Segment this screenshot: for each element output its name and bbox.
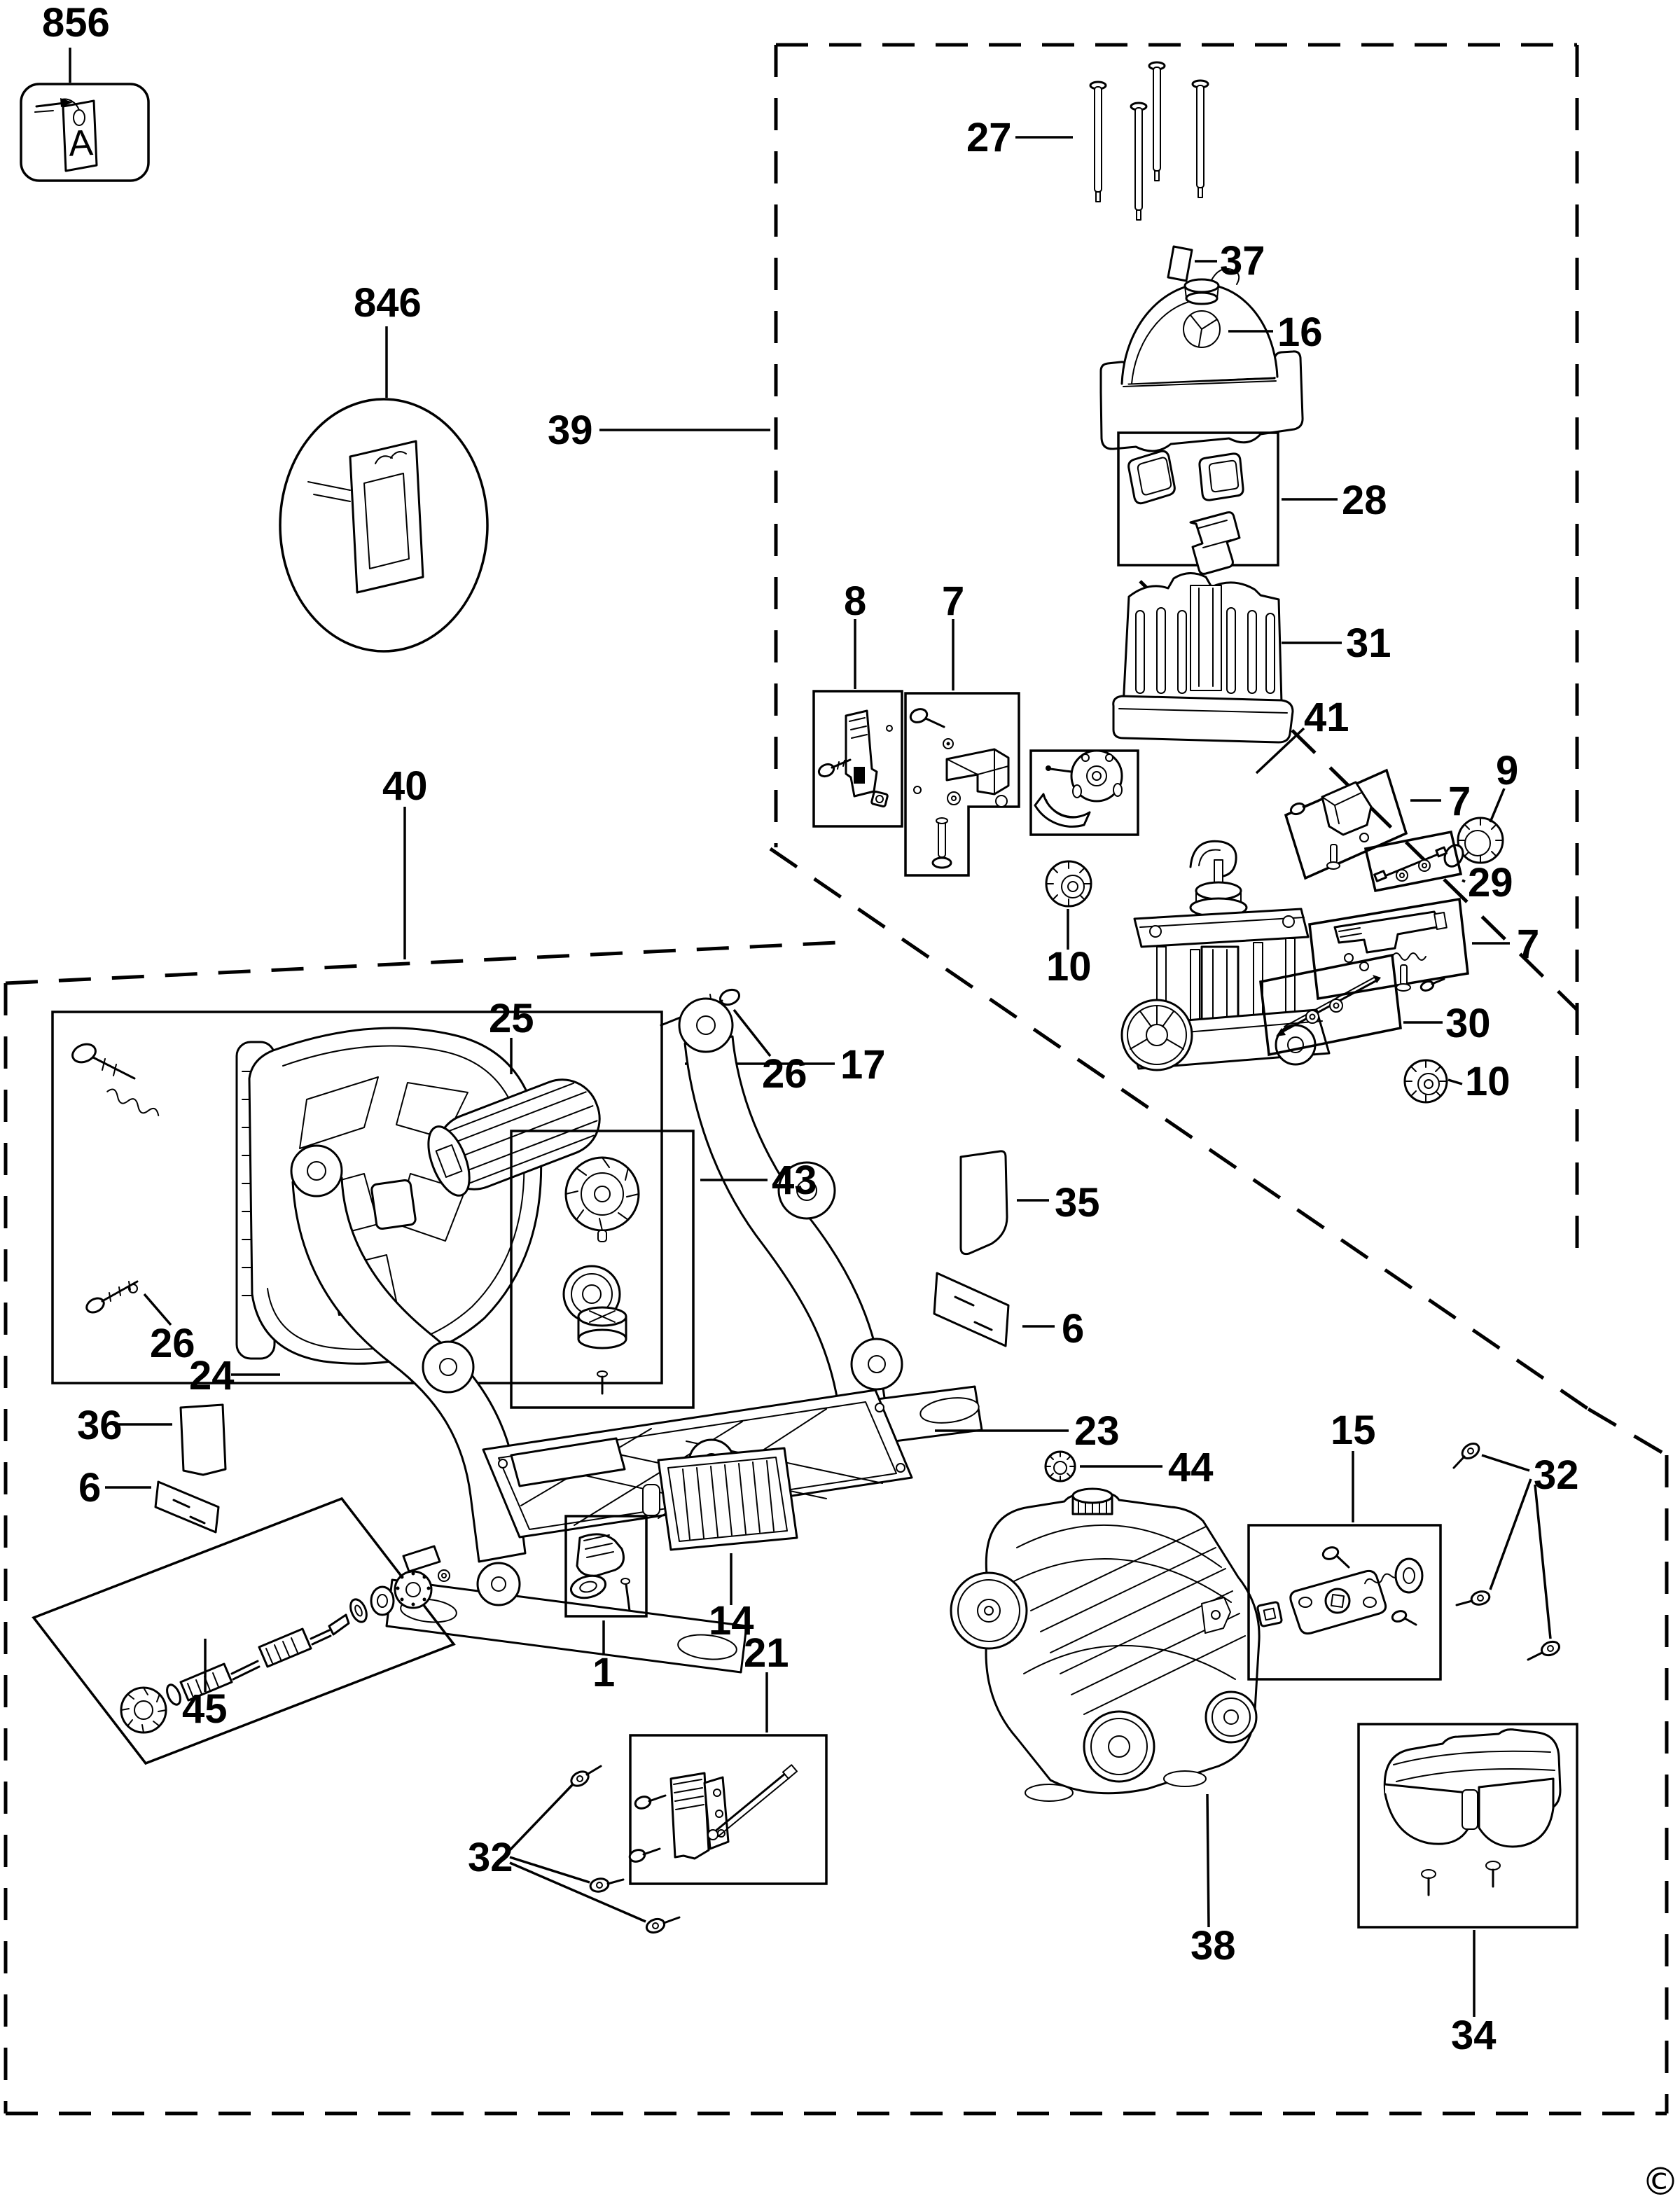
leader-41 xyxy=(1255,727,1305,775)
part-callout-27: 27 xyxy=(966,115,1012,160)
trolley-frame-left-arm xyxy=(290,1144,748,1674)
part-callout-25: 25 xyxy=(489,996,534,1041)
part-callout-44: 44 xyxy=(1168,1445,1214,1490)
part-callout-7b: 7 xyxy=(1448,779,1471,824)
part-callout-45: 45 xyxy=(182,1686,228,1732)
part-callout-41: 41 xyxy=(1304,695,1349,740)
rod-kit-box-21 xyxy=(628,1734,828,1885)
label-part-36 xyxy=(179,1403,227,1476)
knob-kit-box-43 xyxy=(510,1130,695,1409)
axle-kit-box-45 xyxy=(32,1497,456,1765)
leader-26b xyxy=(733,1008,772,1057)
copyright-mark: © xyxy=(1641,2160,1679,2204)
bracket-kit-box-a xyxy=(904,692,1020,877)
knob-10a xyxy=(1045,860,1092,908)
leader-29 xyxy=(1462,879,1466,883)
tag-letter: A xyxy=(68,123,95,165)
part-callout-43: 43 xyxy=(772,1158,817,1203)
pins-part xyxy=(1089,61,1209,221)
part-callout-40: 40 xyxy=(382,763,428,809)
part-callout-14: 14 xyxy=(709,1598,754,1644)
part-callout-38: 38 xyxy=(1190,1923,1236,1969)
part-callout-34: 34 xyxy=(1451,2013,1497,2058)
part-callout-856: 856 xyxy=(42,0,110,46)
part-callout-32b: 32 xyxy=(1534,1452,1579,1498)
part-callout-30: 30 xyxy=(1445,1001,1491,1046)
dome-housing-part xyxy=(1099,268,1304,452)
part-callout-7c: 7 xyxy=(1517,922,1539,967)
part-callout-9: 9 xyxy=(1496,748,1518,793)
leader-38 xyxy=(1206,1793,1210,1928)
part-callout-31: 31 xyxy=(1346,620,1391,666)
part-callout-37: 37 xyxy=(1220,238,1265,284)
label-part-35 xyxy=(959,1150,1008,1256)
part-callout-10a: 10 xyxy=(1046,944,1092,990)
bracket-kit-box-c xyxy=(1308,897,1469,1001)
shaft-kit-box-30 xyxy=(1259,953,1402,1057)
part-callout-23: 23 xyxy=(1074,1408,1120,1454)
part-callout-17: 17 xyxy=(840,1042,886,1088)
part-callout-35: 35 xyxy=(1055,1180,1100,1225)
ribbed-block-part xyxy=(642,1447,798,1551)
clutch-box xyxy=(1029,749,1139,836)
knob-44 xyxy=(1044,1450,1076,1483)
leaders-32a xyxy=(508,1783,646,1923)
screw-26-left xyxy=(85,1280,139,1314)
label-part-6b xyxy=(933,1272,1010,1347)
part-callout-7a: 7 xyxy=(942,578,964,624)
leader-26a xyxy=(143,1293,172,1326)
ribbed-housing-part xyxy=(1112,572,1294,744)
part-callout-32a: 32 xyxy=(468,1835,513,1880)
cover-kit-box-34 xyxy=(1357,1723,1578,1929)
part-callout-21: 21 xyxy=(744,1630,789,1676)
bracket-kit-box-b xyxy=(1284,768,1408,880)
part-callout-16: 16 xyxy=(1277,310,1323,355)
part-callout-26b: 26 xyxy=(762,1051,807,1097)
label-part-6a xyxy=(154,1480,220,1534)
part-callout-36: 36 xyxy=(77,1403,123,1448)
part-callout-846: 846 xyxy=(354,280,422,326)
part-callout-24: 24 xyxy=(189,1353,235,1398)
part-callout-15: 15 xyxy=(1331,1408,1376,1453)
screws-32-right xyxy=(1452,1443,1561,1661)
cradle-base-part xyxy=(950,1487,1261,1802)
part-callout-8: 8 xyxy=(844,578,866,624)
part-callout-1: 1 xyxy=(592,1650,615,1695)
leader-10b xyxy=(1448,1078,1463,1085)
part-callout-6b: 6 xyxy=(1062,1306,1084,1352)
screws-32-left xyxy=(570,1765,681,1934)
leaders-32b xyxy=(1481,1454,1552,1639)
bumper-set-box xyxy=(1117,431,1279,575)
part-callout-10b: 10 xyxy=(1465,1059,1511,1104)
knob-9 xyxy=(1443,817,1504,868)
laser-head-assembly xyxy=(1120,840,1331,1071)
switch-bracket-box xyxy=(812,690,903,828)
part-callout-29: 29 xyxy=(1468,860,1513,905)
section-boundaries xyxy=(4,43,1669,2116)
small-label-part-37 xyxy=(1167,245,1193,282)
pin-kit-box-29 xyxy=(1363,830,1463,893)
leader-9 xyxy=(1489,788,1506,823)
part-callout-39: 39 xyxy=(548,408,593,453)
lever-kit-box-1 xyxy=(564,1515,648,1618)
circled-detail-846 xyxy=(279,398,489,653)
hang-tag-part: A xyxy=(20,83,150,182)
mount-kit-box-15 xyxy=(1247,1524,1442,1681)
part-callout-28: 28 xyxy=(1342,478,1387,523)
part-callout-6a: 6 xyxy=(78,1465,101,1511)
roller-grip-part xyxy=(427,1078,601,1197)
knob-10b xyxy=(1403,1059,1448,1104)
part-callout-26a: 26 xyxy=(150,1321,195,1366)
